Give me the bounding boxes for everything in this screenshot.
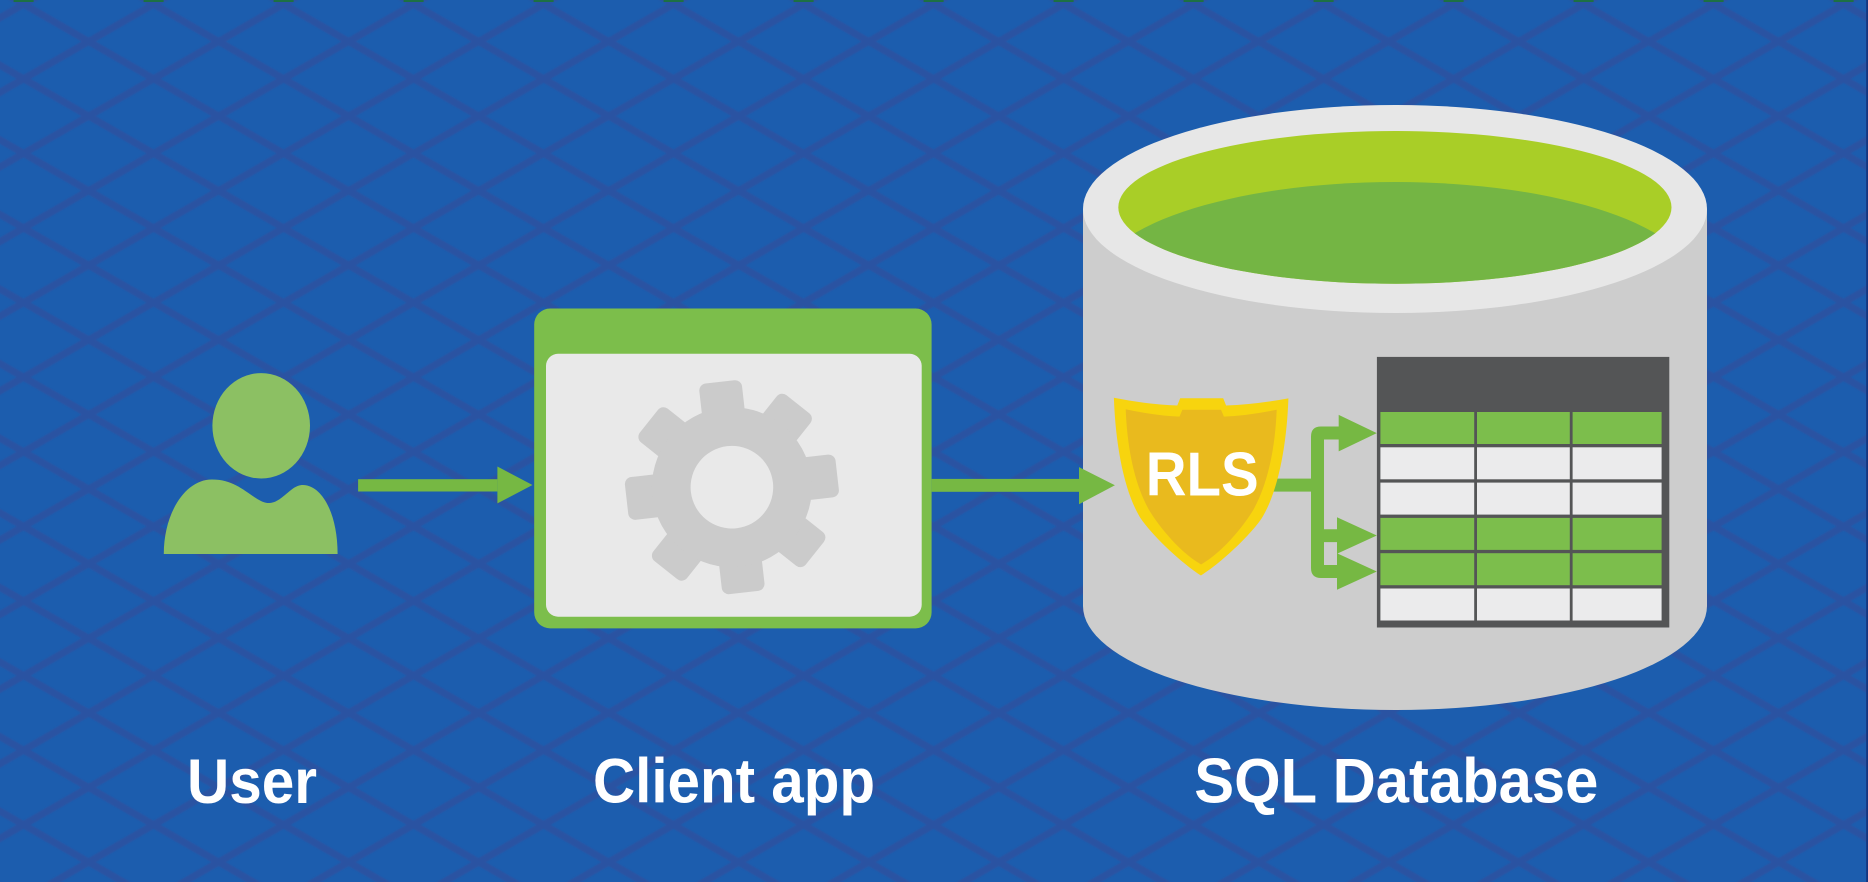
svg-text:User: User bbox=[187, 747, 317, 817]
svg-text:SQL Database: SQL Database bbox=[1194, 747, 1598, 817]
svg-text:Client app: Client app bbox=[593, 747, 875, 817]
svg-text:RLS: RLS bbox=[1146, 439, 1259, 509]
